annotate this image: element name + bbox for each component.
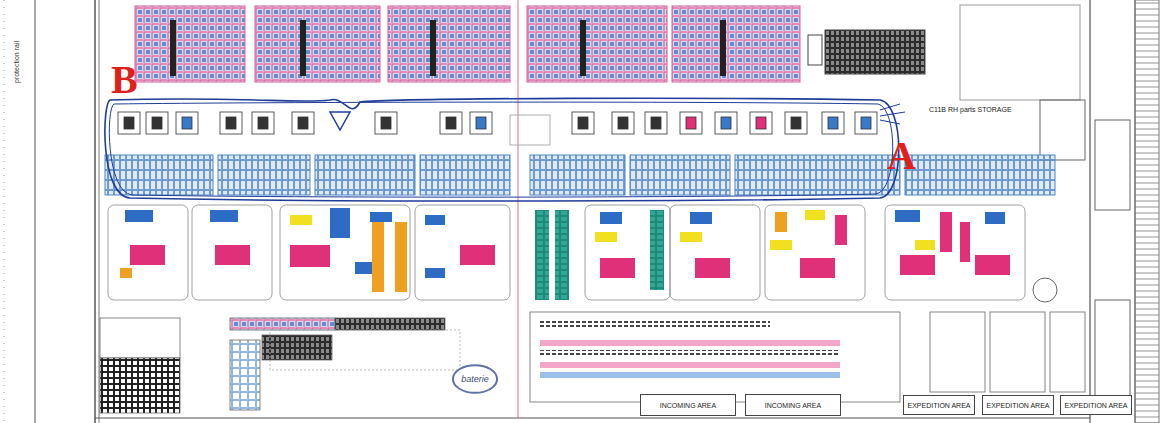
area-box: INCOMING AREA: [640, 394, 736, 416]
machines: [118, 112, 877, 145]
area-name: EXPEDITION AREA: [1064, 402, 1127, 409]
area-box: EXPEDITION AREA: [1060, 395, 1132, 415]
battery-area: baterie: [452, 364, 498, 394]
storage-label: C11B RH parts STORAGE: [928, 106, 1013, 113]
point-label: A: [886, 136, 917, 176]
work-cells: [108, 205, 1025, 300]
area-name: INCOMING AREA: [765, 402, 821, 409]
walls: [4, 0, 1159, 423]
area-box: EXPEDITION AREA: [903, 395, 975, 415]
area-name: EXPEDITION AREA: [986, 402, 1049, 409]
area-box: INCOMING AREA: [745, 394, 841, 416]
area-box: EXPEDITION AREA: [982, 395, 1054, 415]
area-name: INCOMING AREA: [660, 402, 716, 409]
point-label: B: [110, 60, 139, 100]
rail-label: protection rail: [13, 40, 20, 84]
area-note: baterie: [461, 374, 489, 384]
top-racks: [135, 5, 1085, 160]
area-name: EXPEDITION AREA: [907, 402, 970, 409]
route: [105, 98, 905, 201]
